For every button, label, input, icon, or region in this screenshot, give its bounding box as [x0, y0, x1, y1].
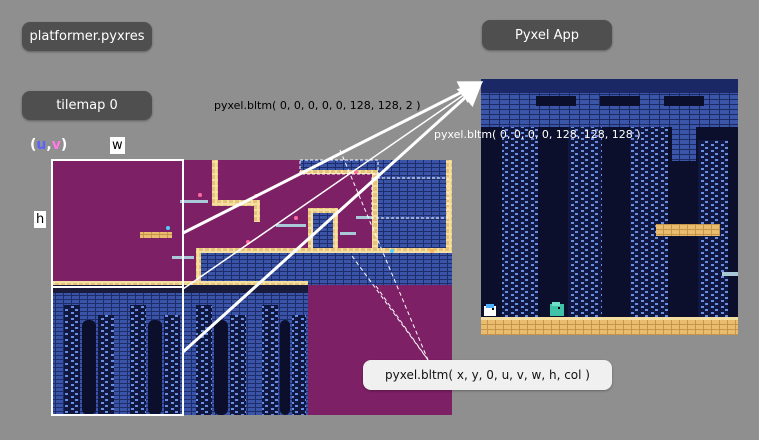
uv-open-paren: (: [30, 137, 37, 153]
bltm-call-2-label: pyxel.bltm( 0, 0, 0, 0, 128, 128, 128 ): [434, 128, 641, 141]
region-marker-3: [299, 159, 379, 175]
uv-comma: ,: [46, 137, 52, 153]
uv-label: (u,v): [30, 137, 67, 153]
player-sprite: [484, 304, 496, 316]
pyxel-app-button[interactable]: Pyxel App: [482, 20, 612, 50]
uv-close-paren: ): [60, 137, 68, 153]
leader-line-2: [351, 255, 429, 361]
width-label: w: [110, 137, 125, 154]
tilemap-preview: [52, 159, 452, 415]
u-label: u: [36, 137, 47, 153]
height-label: h: [34, 211, 47, 228]
resource-file-button[interactable]: platformer.pyxres: [22, 22, 152, 51]
region-marker-2: [371, 177, 449, 219]
arrow-3: [182, 84, 479, 290]
arrow-2: [181, 81, 483, 354]
bltm-call-1-label: pyxel.bltm( 0, 0, 0, 0, 0, 128, 128, 2 ): [214, 99, 421, 112]
tilemap-button[interactable]: tilemap 0: [22, 91, 152, 120]
enemy-sprite: [550, 302, 564, 316]
arrow-1: [182, 81, 484, 235]
leader-line-1: [339, 149, 429, 361]
leader-line-3: [375, 285, 429, 361]
pyxel-app-screen: [481, 79, 738, 335]
bltm-signature-callout: pyxel.bltm( x, y, 0, u, v, w, h, col ): [363, 360, 612, 390]
v-label: v: [51, 137, 61, 153]
